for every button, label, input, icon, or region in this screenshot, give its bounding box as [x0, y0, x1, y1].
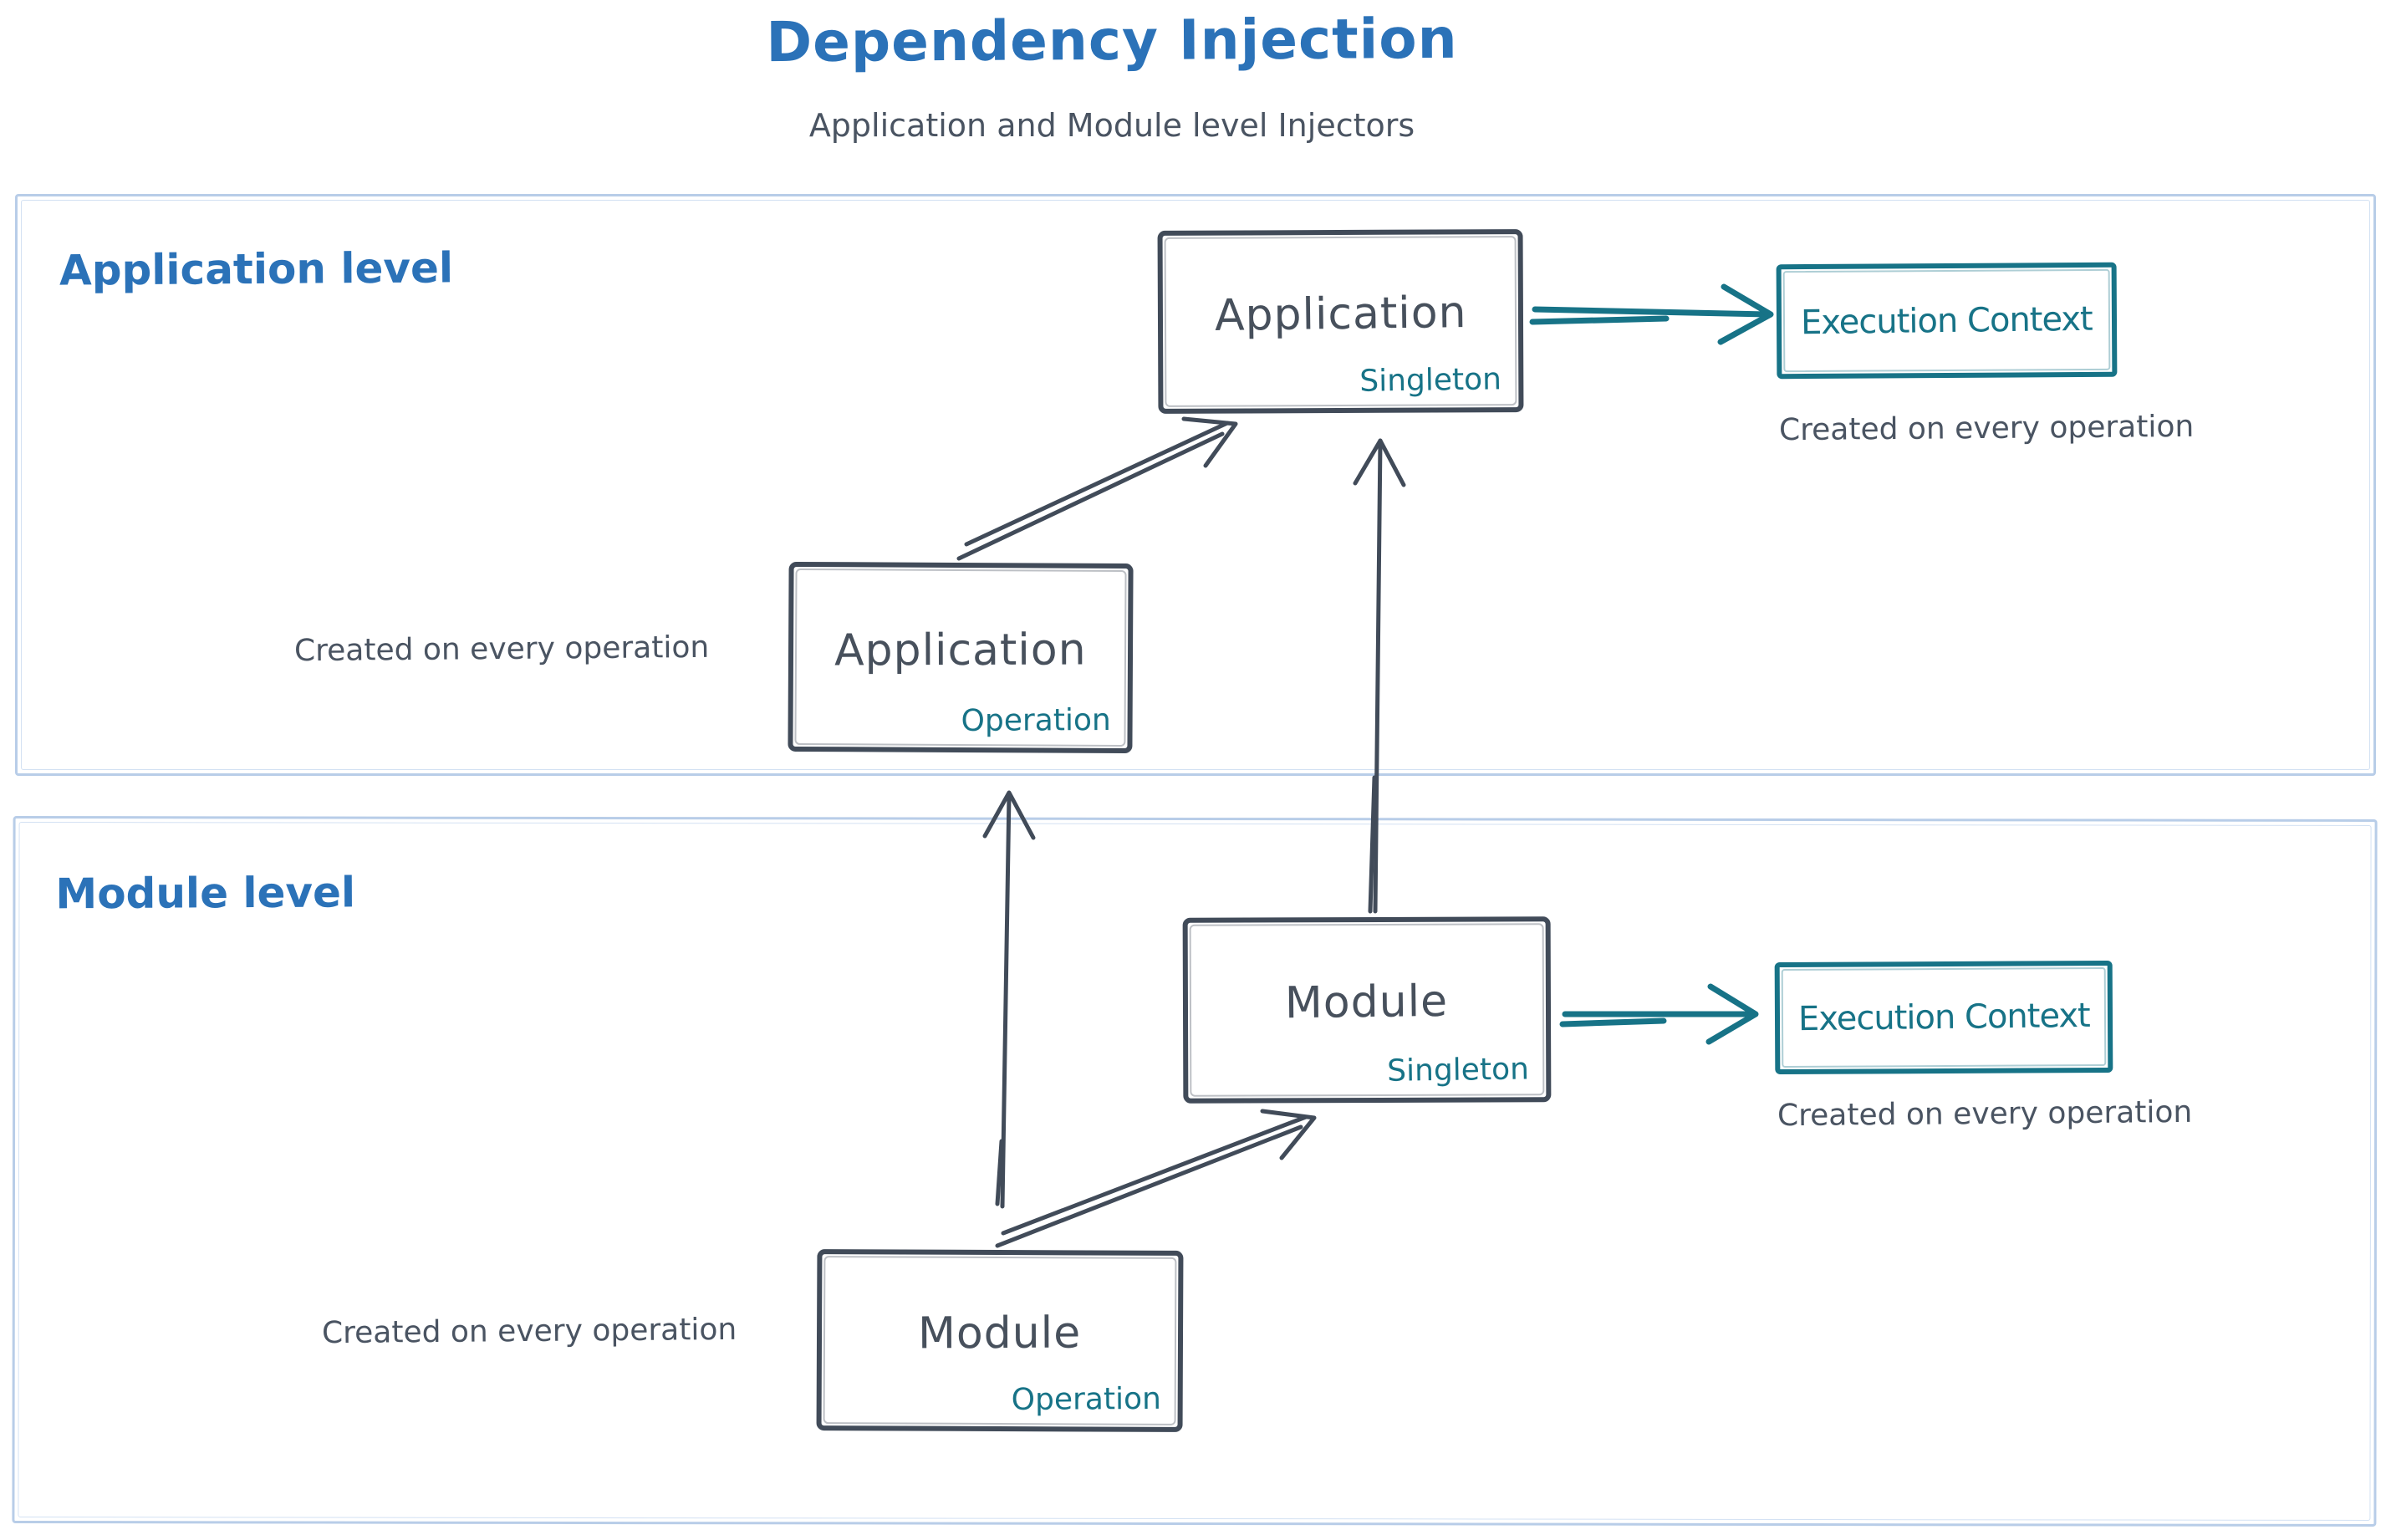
module-singleton-title: Module — [1285, 976, 1449, 1029]
diagram-subtitle: Application and Module level Injectors — [808, 107, 1415, 144]
module-operation-box: Module Operation — [816, 1249, 1184, 1432]
application-operation-tag: Operation — [961, 703, 1111, 738]
module-execution-context-box: Execution Context — [1774, 960, 2113, 1075]
module-level-label: Module level — [55, 868, 356, 919]
module-execution-caption: Created on every operation — [1777, 1094, 2193, 1134]
application-execution-context-box: Execution Context — [1776, 262, 2118, 380]
application-operation-box: Application Operation — [788, 561, 1134, 754]
diagram-title: Dependency Injection — [766, 6, 1458, 75]
application-level-label: Application level — [59, 243, 454, 295]
application-singleton-box: Application Singleton — [1157, 229, 1524, 414]
module-execution-context-title: Execution Context — [1797, 996, 2090, 1039]
application-singleton-title: Application — [1214, 287, 1467, 341]
application-operation-caption: Created on every operation — [293, 630, 710, 669]
application-operation-title: Application — [834, 624, 1087, 676]
application-execution-context-title: Execution Context — [1800, 299, 2093, 342]
module-operation-tag: Operation — [1011, 1381, 1161, 1417]
module-operation-title: Module — [918, 1308, 1082, 1359]
application-singleton-tag: Singleton — [1359, 362, 1502, 399]
application-execution-caption: Created on every operation — [1778, 409, 2195, 448]
module-singleton-tag: Singleton — [1387, 1052, 1530, 1089]
module-singleton-box: Module Singleton — [1182, 916, 1552, 1104]
module-operation-caption: Created on every operation — [321, 1312, 737, 1351]
